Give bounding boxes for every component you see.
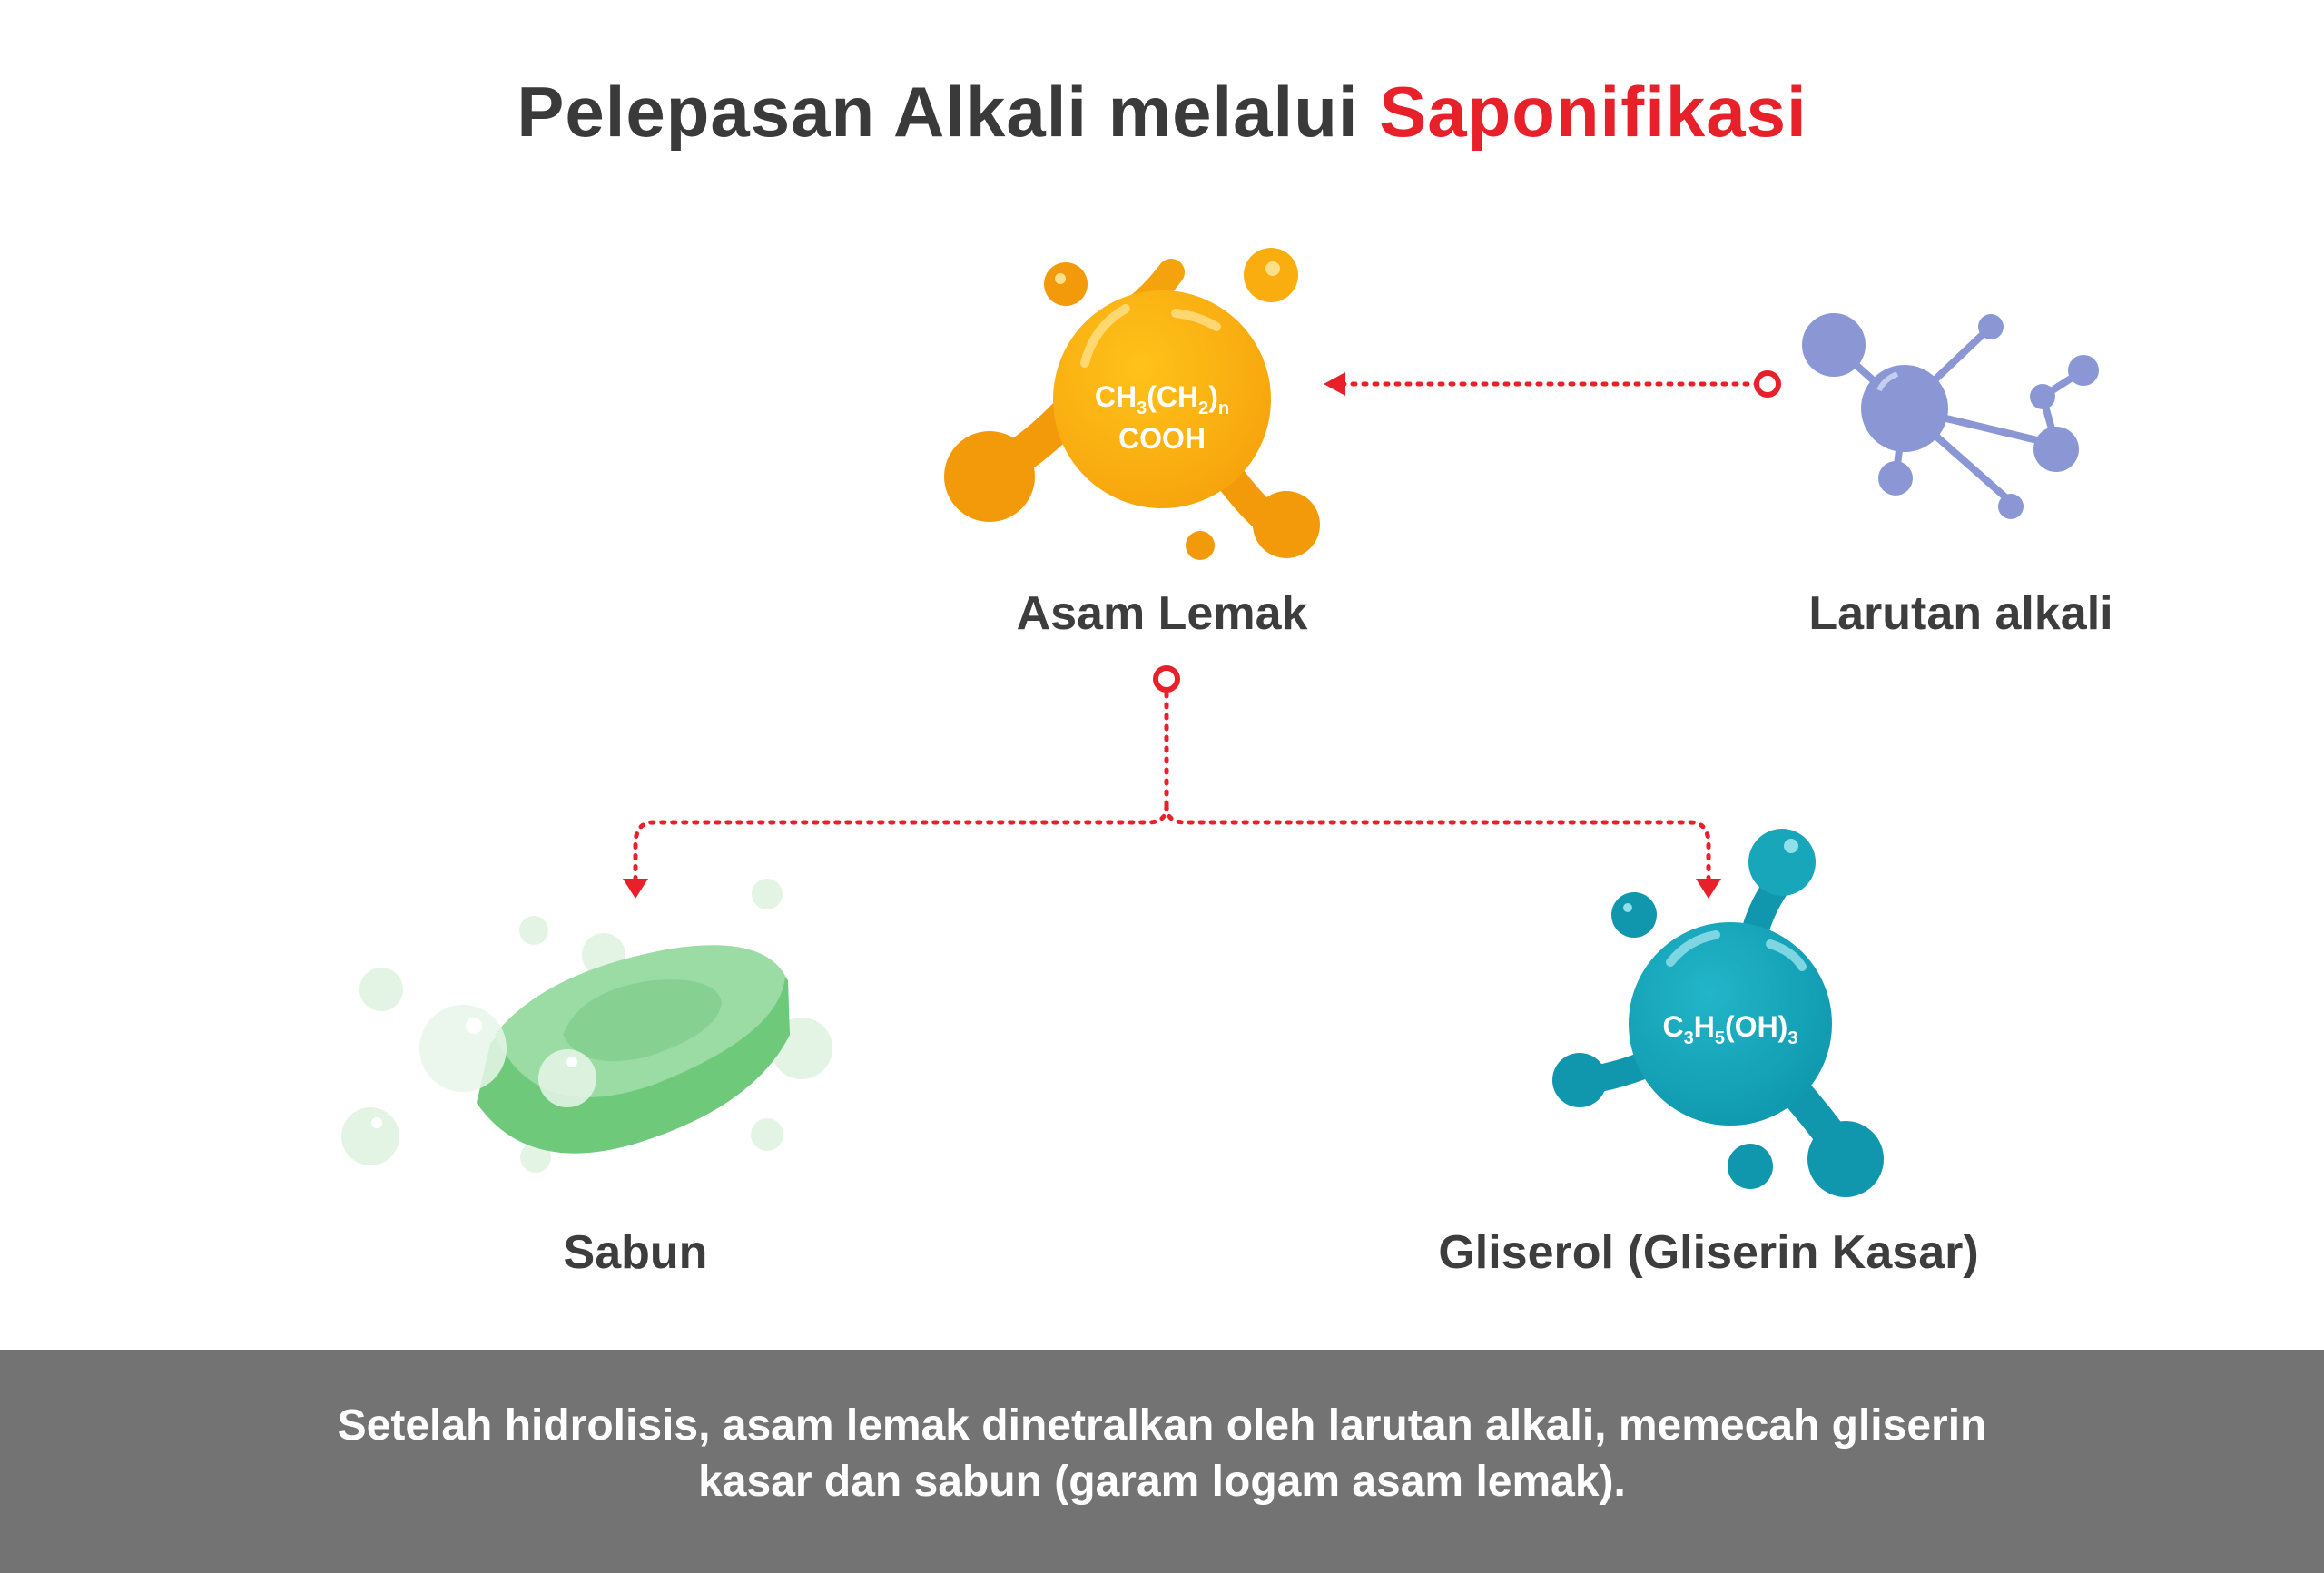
arrow-alkali-to-fatty-acid: [1324, 370, 1781, 398]
fatty-acid-label: Asam Lemak: [1016, 587, 1308, 640]
glycerol-formula: C3H5(OH)3: [1663, 1010, 1798, 1048]
footer-line-2: kasar dan sabun (garam logam asam lemak)…: [698, 1458, 1626, 1506]
footer-caption: Setelah hidrolisis, asam lemak dinetralk…: [182, 1398, 2142, 1510]
fatty-acid-formula-line1: CH3(CH2)n: [1095, 380, 1229, 418]
fatty-acid-formula-line2: COOH: [1118, 422, 1206, 455]
title-main: Pelepasan Alkali melalui: [517, 72, 1359, 152]
soap-label: Sabun: [563, 1226, 708, 1279]
alkali-molecule-icon: [1802, 313, 2099, 519]
page-title: Pelepasan Alkali melalui Saponifikasi: [0, 71, 2324, 153]
glycerol-label: Gliserol (Gliserin Kasar): [1438, 1226, 1979, 1279]
title-accent: Saponifikasi: [1379, 72, 1807, 152]
arrow-fatty-acid-to-products: [623, 665, 1721, 899]
footer-bar: [0, 1350, 2324, 1573]
alkali-label: Larutan alkali: [1808, 587, 2113, 640]
glycerol-molecule-icon: C3H5(OH)3: [1552, 829, 1884, 1197]
footer-line-1: Setelah hidrolisis, asam lemak dinetralk…: [337, 1401, 1987, 1450]
fatty-acid-molecule-icon: CH3(CH2)n COOH: [944, 248, 1320, 560]
soap-icon: [341, 879, 832, 1173]
